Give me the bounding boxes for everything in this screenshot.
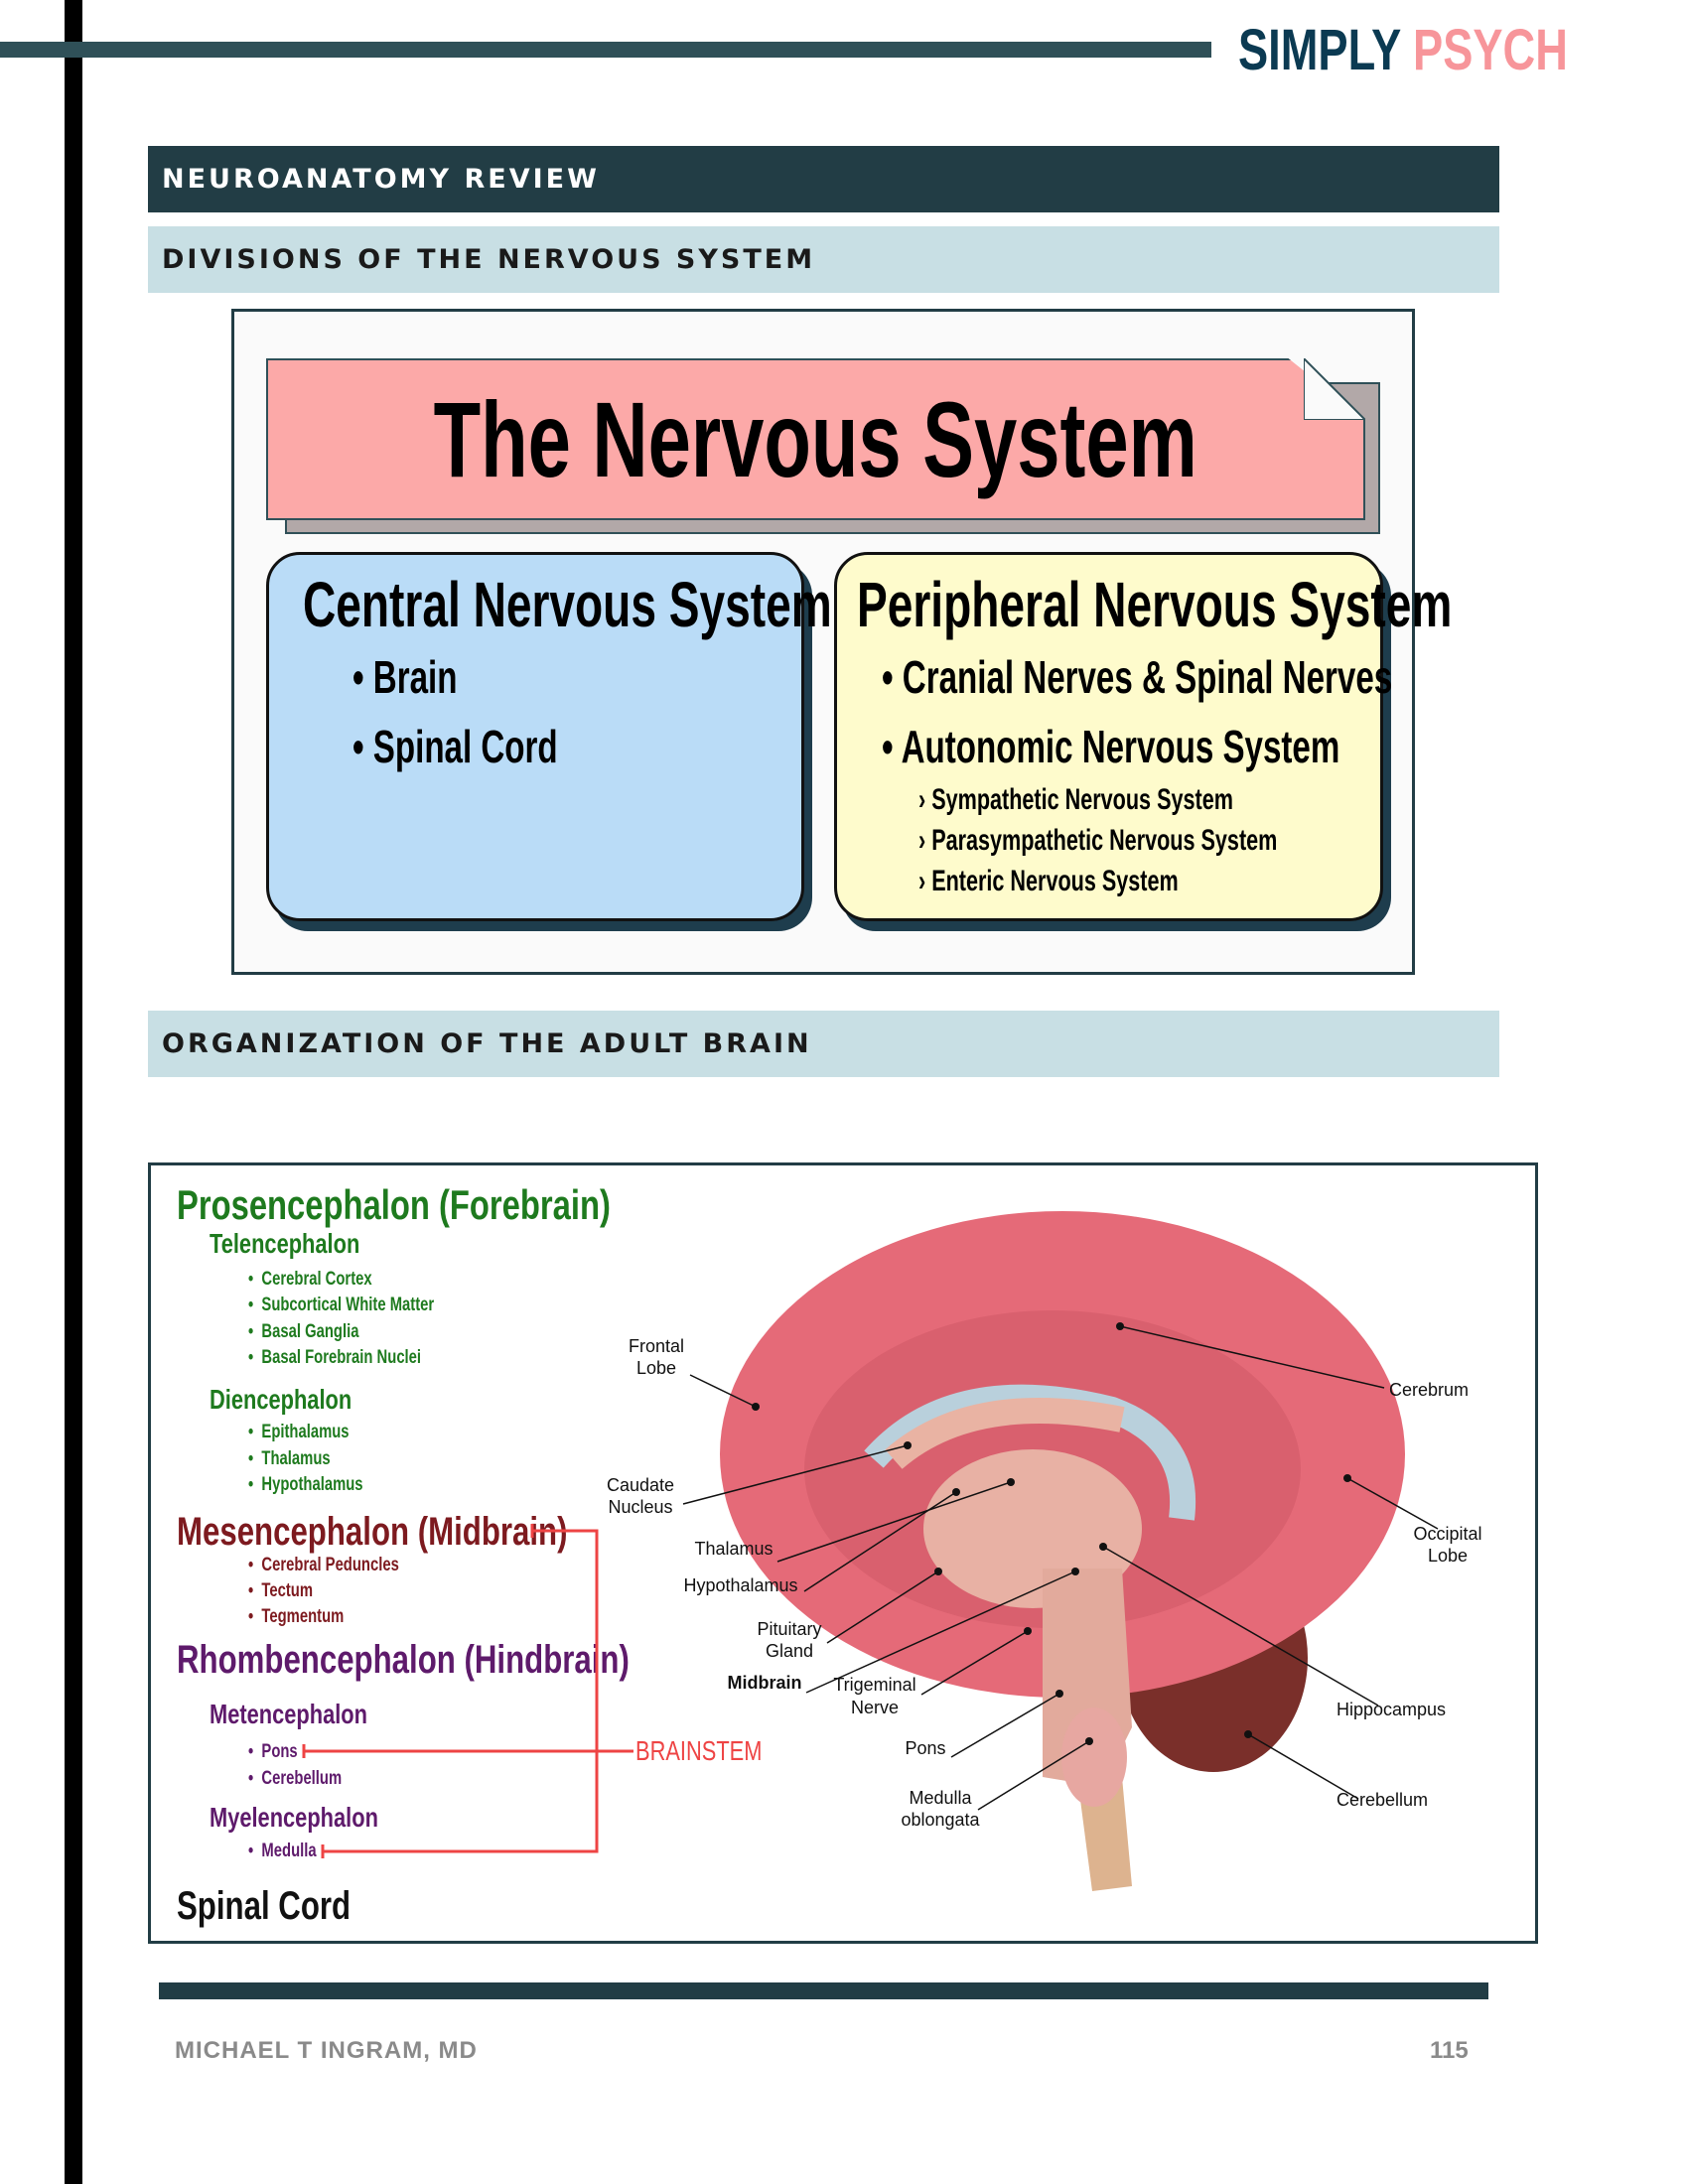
- list-item: • Basal Ganglia: [248, 1321, 359, 1342]
- footer-rule: [159, 1982, 1488, 1999]
- list-item: • Hypothalamus: [248, 1474, 363, 1495]
- label-pons: Pons: [905, 1738, 945, 1758]
- list-item: • Medulla: [248, 1841, 317, 1861]
- label-frontal-lobe: Frontal: [629, 1336, 684, 1356]
- metencephalon-heading: Metencephalon: [210, 1699, 367, 1729]
- label-cerebrum: Cerebrum: [1389, 1380, 1469, 1400]
- pns-item: • Cranial Nerves & Spinal Nerves: [882, 651, 1393, 703]
- brain-organization-figure: [148, 1162, 1538, 1944]
- label-midbrain: Midbrain: [728, 1673, 802, 1693]
- telencephalon-heading: Telencephalon: [210, 1228, 360, 1259]
- mesencephalon-heading: Mesencephalon (Midbrain): [177, 1510, 568, 1554]
- pns-item: • Autonomic Nervous System: [882, 721, 1340, 772]
- logo-simply: SIMPLY: [1238, 18, 1401, 82]
- label-trigeminal: Nerve: [851, 1698, 899, 1717]
- rhombencephalon-heading: Rhombencephalon (Hindbrain): [177, 1638, 630, 1682]
- pns-subitem: › Sympathetic Nervous System: [918, 783, 1233, 816]
- pns-heading: Peripheral Nervous System: [857, 569, 1453, 640]
- diagram-title: The Nervous System: [433, 378, 1198, 499]
- header-rule: [0, 42, 1211, 58]
- brainstem-bracket: [302, 1524, 633, 1858]
- logo: SIMPLY PSYCH: [1238, 22, 1568, 79]
- label-hippocampus: Hippocampus: [1336, 1700, 1446, 1719]
- myelencephalon-heading: Myelencephalon: [210, 1802, 378, 1833]
- cns-heading: Central Nervous System: [303, 569, 832, 640]
- list-item: • Thalamus: [248, 1448, 331, 1469]
- title-banner: The Nervous System: [266, 358, 1365, 520]
- list-item: • Cerebellum: [248, 1768, 343, 1789]
- prosencephalon-heading: Prosencephalon (Forebrain): [177, 1181, 611, 1228]
- label-medulla: Medulla: [909, 1788, 972, 1808]
- spinal-cord-heading: Spinal Cord: [177, 1884, 352, 1928]
- subsection-title: ORGANIZATION OF THE ADULT BRAIN: [162, 1028, 812, 1059]
- label-trigeminal: Trigeminal: [833, 1675, 915, 1695]
- label-pituitary: Gland: [766, 1641, 813, 1661]
- label-caudate: Caudate: [607, 1475, 674, 1495]
- brain-drawing: [720, 1211, 1405, 1891]
- cns-item: • Brain: [352, 651, 458, 703]
- label-frontal-lobe: Lobe: [636, 1358, 676, 1378]
- section-header: NEUROANATOMY REVIEW: [148, 146, 1499, 212]
- list-item: • Cerebral Peduncles: [248, 1555, 399, 1575]
- pns-card: Peripheral Nervous System • Cranial Nerv…: [834, 552, 1452, 921]
- logo-psych: PSYCH: [1413, 18, 1568, 82]
- list-item: • Cerebral Cortex: [248, 1269, 372, 1290]
- subsection-title: DIVISIONS OF THE NERVOUS SYSTEM: [162, 244, 816, 275]
- leader-lines: [682, 1325, 1439, 1811]
- label-hypothalamus: Hypothalamus: [683, 1575, 797, 1595]
- subsection-header-divisions: DIVISIONS OF THE NERVOUS SYSTEM: [148, 226, 1499, 293]
- list-item: • Basal Forebrain Nuclei: [248, 1347, 422, 1368]
- label-caudate: Nucleus: [608, 1497, 672, 1517]
- subsection-header-organization: ORGANIZATION OF THE ADULT BRAIN: [148, 1011, 1499, 1077]
- label-pituitary: Pituitary: [757, 1619, 821, 1639]
- page-number: 115: [1430, 2037, 1469, 2064]
- cns-item: • Spinal Cord: [352, 721, 558, 772]
- label-thalamus: Thalamus: [694, 1539, 773, 1559]
- list-item: • Tegmentum: [248, 1606, 345, 1627]
- list-item: • Epithalamus: [248, 1422, 350, 1442]
- label-cerebellum: Cerebellum: [1336, 1790, 1428, 1810]
- section-title: NEUROANATOMY REVIEW: [162, 164, 600, 195]
- label-medulla: oblongata: [901, 1810, 980, 1830]
- page-fold-icon: [1304, 358, 1365, 420]
- footer-author: MICHAEL T INGRAM, MD: [175, 2037, 478, 2064]
- cns-card: Central Nervous System • Brain • Spinal …: [266, 552, 832, 921]
- list-item: • Tectum: [248, 1580, 314, 1601]
- diencephalon-heading: Diencephalon: [210, 1384, 352, 1415]
- page-edge-bar: [65, 0, 82, 2184]
- pns-subitem: › Enteric Nervous System: [918, 865, 1179, 897]
- list-item: • Pons: [248, 1741, 298, 1762]
- label-occipital: Occipital: [1413, 1524, 1481, 1544]
- list-item: • Subcortical White Matter: [248, 1295, 435, 1315]
- label-occipital: Lobe: [1428, 1546, 1468, 1566]
- pns-subitem: › Parasympathetic Nervous System: [918, 824, 1278, 857]
- brainstem-label: BRAINSTEM: [635, 1735, 763, 1766]
